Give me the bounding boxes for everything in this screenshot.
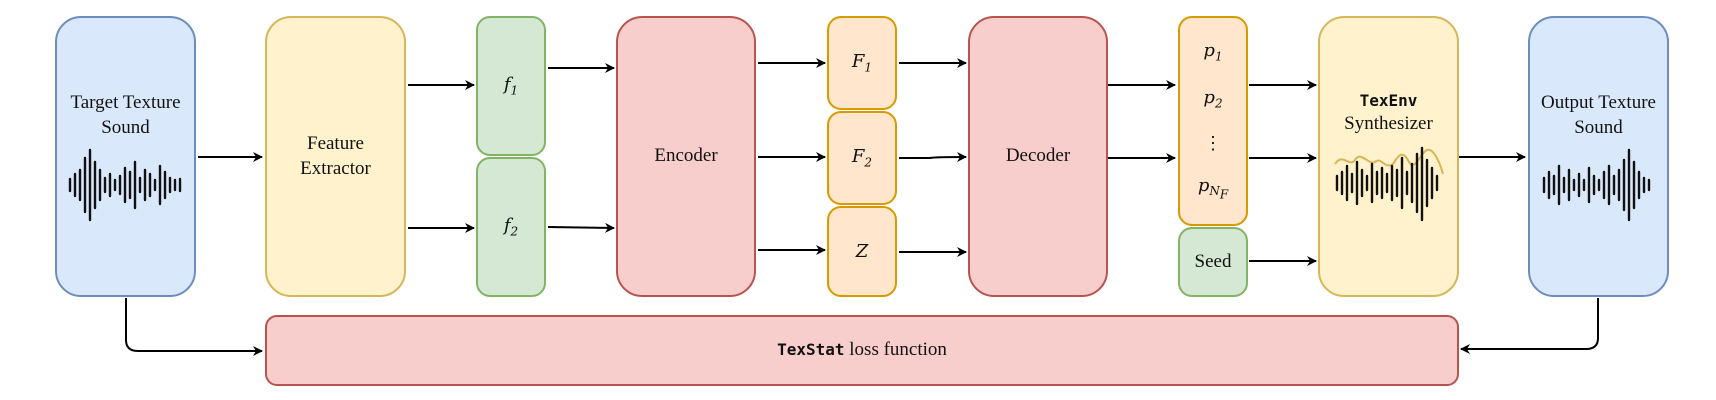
waveform-icon [1542, 148, 1650, 222]
arrow-output-to-loss [1460, 298, 1599, 354]
param-p2: p2 [1203, 87, 1223, 112]
parameters-node: p1 p2 ⋮ pNF [1178, 16, 1248, 226]
param-p1: p1 [1203, 39, 1223, 64]
param-pNF: pNF [1197, 174, 1229, 202]
feature-extractor-label: Feature Extractor [300, 132, 371, 179]
encoder-node: Encoder [616, 16, 756, 297]
encoder-label: Encoder [654, 145, 718, 167]
seed-node: Seed [1178, 227, 1248, 297]
waveform-icon [1333, 147, 1444, 222]
texstat-loss-node: TexStat loss function [265, 315, 1459, 386]
feature-f2-node: f2 [476, 157, 546, 297]
latent-F2-label: F2 [851, 145, 873, 170]
target-texture-sound-node: Target Texture Sound [55, 16, 196, 297]
loss-name: TexStat [777, 340, 845, 360]
synthesizer-label: Synthesizer [1344, 112, 1433, 134]
feature-f2-label: f2 [503, 214, 519, 239]
decoder-node: Decoder [968, 16, 1108, 297]
synthesizer-name: TexEnv [1359, 90, 1418, 110]
target-texture-sound-label: Target Texture Sound [70, 91, 181, 138]
param-vdots: ⋮ [1203, 133, 1222, 154]
seed-label: Seed [1194, 250, 1232, 272]
latent-F1-node: F1 [827, 16, 897, 110]
arrow-F2-to-decoder [899, 152, 967, 163]
loss-label: loss function [844, 339, 947, 361]
feature-f1-label: f1 [503, 73, 519, 98]
arrow-f2-to-encoder [547, 222, 615, 233]
latent-Z-label: Z [855, 240, 869, 262]
latent-Z-node: Z [827, 206, 897, 297]
output-texture-sound-node: Output Texture Sound [1528, 16, 1669, 297]
texenv-synthesizer-node: TexEnv Synthesizer [1318, 16, 1459, 297]
latent-F2-node: F2 [827, 111, 897, 205]
arrow-target-to-loss [125, 298, 263, 356]
decoder-label: Decoder [1005, 145, 1071, 167]
feature-extractor-node: Feature Extractor [265, 16, 406, 297]
parameters-list: p1 p2 ⋮ pNF [1198, 18, 1228, 224]
feature-f1-node: f1 [476, 16, 546, 156]
output-texture-sound-label: Output Texture Sound [1541, 91, 1656, 138]
latent-F1-label: F1 [851, 50, 873, 75]
waveform-icon [68, 148, 181, 222]
